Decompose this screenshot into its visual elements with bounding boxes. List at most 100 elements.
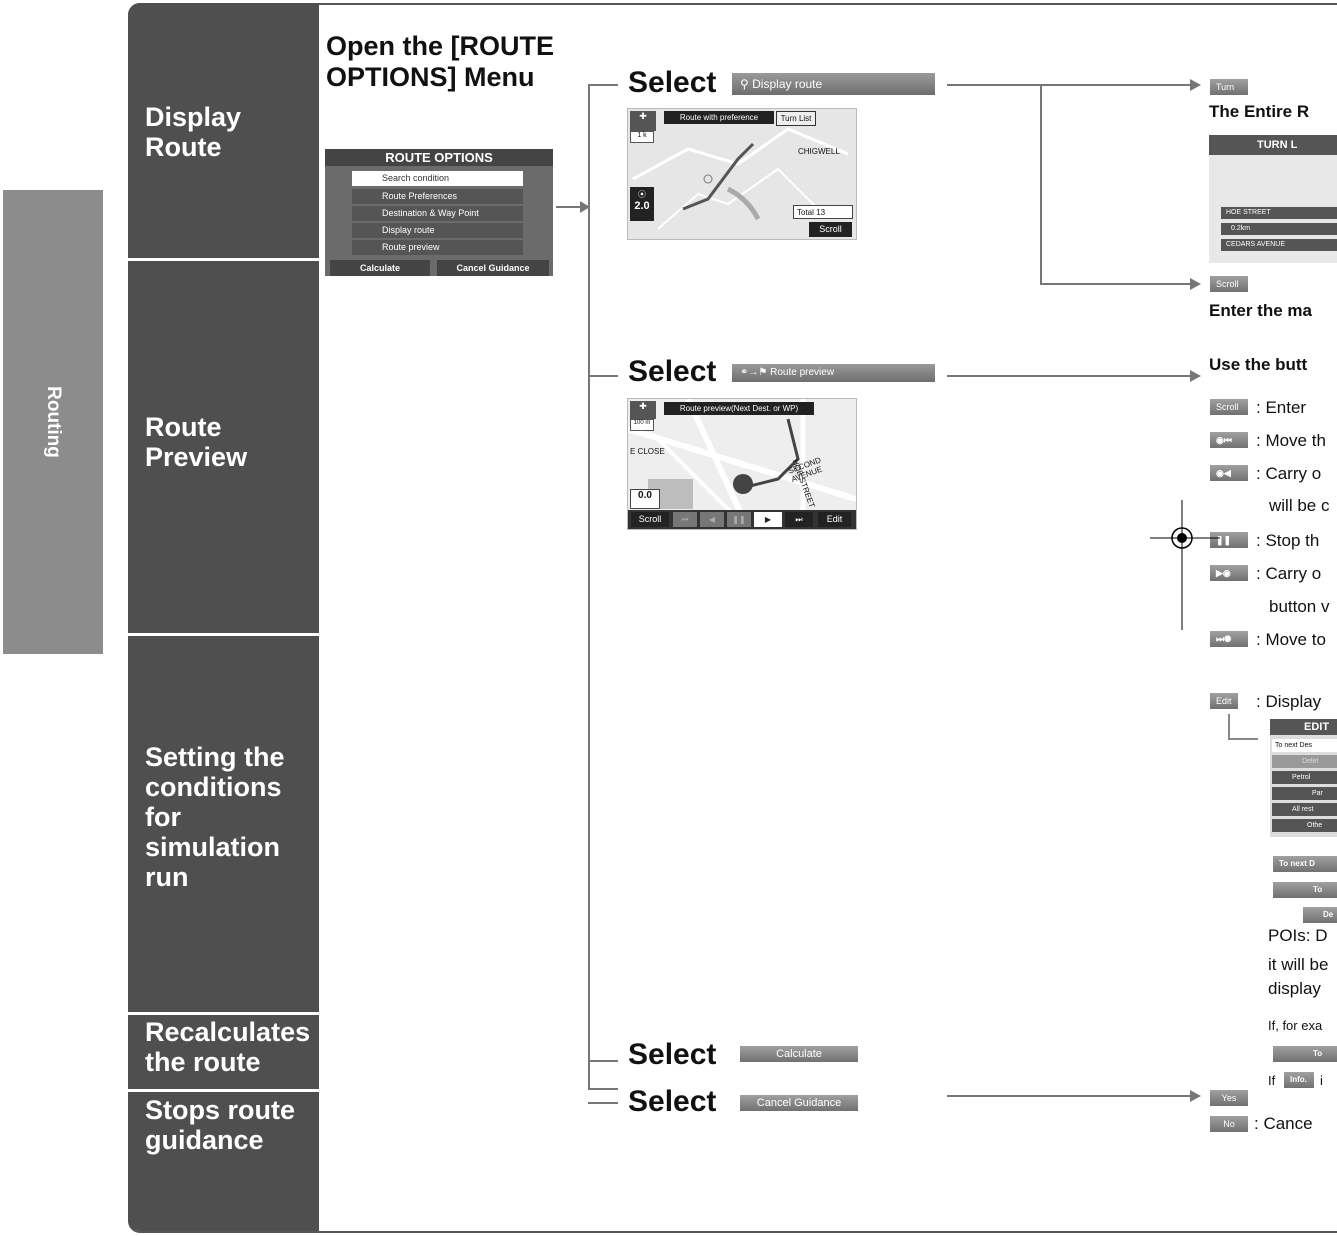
route-preview-button[interactable]: ⚭→⚑ Route preview <box>732 364 935 382</box>
scroll-button[interactable]: Scroll <box>1210 276 1248 292</box>
edit-item[interactable]: Othe <box>1272 819 1337 832</box>
connector-line <box>1040 283 1195 285</box>
edit-item[interactable]: To next Des <box>1272 739 1337 752</box>
pause-icon[interactable]: ❚❚ <box>1210 532 1248 548</box>
registration-mark <box>1150 500 1220 630</box>
edit-item[interactable]: Par <box>1272 787 1337 800</box>
edit-item[interactable]: All rest <box>1272 803 1337 816</box>
connector-line <box>588 1060 618 1062</box>
vertical-connector <box>588 84 590 1089</box>
connector-line <box>588 375 618 377</box>
map-mode-label: Route preview(Next Dest. or WP) <box>664 402 814 415</box>
section-column <box>128 3 319 1231</box>
yes-button[interactable]: Yes <box>1210 1090 1248 1106</box>
edit-panel: EDIT To next Des Delet Petrol Par All re… <box>1270 719 1337 837</box>
menu-item-display-route[interactable]: Display route <box>352 223 523 238</box>
connector-line <box>1228 738 1258 740</box>
map-graphic <box>628 399 856 529</box>
to-next-button[interactable]: To ne <box>1273 882 1337 910</box>
row-text: : Carry o <box>1256 464 1322 483</box>
menu-cancel-guidance-button[interactable]: Cancel Guidance <box>437 260 549 276</box>
no-button[interactable]: No <box>1210 1116 1248 1132</box>
total-distance: Total 13 <box>793 205 853 219</box>
select-label-1: Select <box>628 66 717 99</box>
menu-item-route-preferences[interactable]: Route Preferences <box>352 189 523 204</box>
skip-back-icon[interactable]: ⏮ <box>673 512 697 527</box>
street-label: E CLOSE <box>630 447 665 456</box>
connector-line <box>1228 714 1230 740</box>
to-next-dest-button[interactable]: To next D <box>1273 856 1337 872</box>
display-route-label: Display route <box>752 77 823 91</box>
delete-button[interactable]: De <box>1303 907 1337 923</box>
compass-widget: ⦿ 2.0 <box>630 187 654 221</box>
menu-item-route-preview[interactable]: Route preview <box>352 240 523 255</box>
skip-forward-icon[interactable]: ⏭◉ <box>1210 631 1248 647</box>
section-stops: Stops route guidance <box>145 1095 296 1155</box>
info-button[interactable]: Info. <box>1284 1072 1314 1088</box>
edit-button[interactable]: Edit <box>1210 693 1238 709</box>
edit-panel-header: EDIT <box>1270 719 1337 735</box>
section-divider <box>128 1012 319 1015</box>
body-text: display <box>1268 979 1321 998</box>
route-preview-label: Route preview <box>770 367 835 378</box>
place-label: CHIGWELL <box>798 147 840 156</box>
map-scale: 100 m <box>630 419 654 431</box>
open-menu-title: Open the [ROUTE OPTIONS] Menu <box>326 31 554 92</box>
cancel-guidance-button[interactable]: Cancel Guidance <box>740 1095 858 1111</box>
body-text: it will be <box>1268 955 1329 974</box>
row-text: button v <box>1269 597 1330 616</box>
distance-value: 2.0 <box>634 200 650 212</box>
display-text: : Display <box>1256 692 1322 711</box>
section-divider <box>128 258 319 261</box>
pause-icon[interactable]: ❚❚ <box>727 512 751 527</box>
cancel-text: : Cance <box>1254 1114 1313 1133</box>
north-icon[interactable]: ✚ <box>630 111 656 131</box>
arrow-icon <box>1190 278 1201 290</box>
select-label-4: Select <box>628 1085 717 1118</box>
route-preview-icon: ⚭→⚑ <box>740 367 768 378</box>
row-text: : Enter <box>1256 398 1307 417</box>
scroll-button[interactable]: Scroll <box>1210 399 1248 415</box>
section-divider <box>128 1089 319 1092</box>
connector-line <box>1040 84 1042 284</box>
turn-list-button[interactable]: Turn List <box>1210 79 1248 108</box>
menu-item-search-condition[interactable]: Search condition <box>352 171 523 186</box>
map-mode-label: Route with preference <box>664 111 774 124</box>
display-route-map: ✚ 1 k Route with preference Turn List CH… <box>627 108 857 240</box>
edit-item[interactable]: Petrol <box>1272 771 1337 784</box>
north-icon[interactable]: ✚ <box>630 401 656 419</box>
rewind-icon[interactable]: ◀ <box>700 512 724 527</box>
skip-back-icon[interactable]: ◉⏮ <box>1210 432 1248 448</box>
arrow-icon <box>580 201 590 213</box>
edit-item[interactable]: Delet <box>1272 755 1337 768</box>
turn-list-button[interactable]: Turn List <box>776 111 816 126</box>
route-options-menu: ROUTE OPTIONS Search condition Route Pre… <box>325 149 553 276</box>
section-route-preview: Route Preview <box>145 412 248 472</box>
connector-line <box>588 1088 618 1090</box>
rewind-icon[interactable]: ◉◀ <box>1210 465 1248 481</box>
menu-item-destination[interactable]: Destination & Way Point <box>352 206 523 221</box>
turn-list-panel: TURN L HOE STREET 0.2km CEDARS AVENUE <box>1209 135 1337 263</box>
menu-calculate-button[interactable]: Calculate <box>330 260 430 276</box>
calculate-button[interactable]: Calculate <box>740 1046 858 1062</box>
turn-row: 0.2km <box>1221 223 1337 235</box>
arrow-icon <box>1190 1090 1201 1102</box>
side-tab: Routing <box>3 190 103 654</box>
row-text: will be c <box>1269 496 1330 515</box>
section-divider <box>128 633 319 636</box>
select-label-3: Select <box>628 1038 717 1071</box>
connector-line <box>588 84 618 86</box>
to-next-button[interactable]: To ne <box>1273 1046 1337 1074</box>
toolbar-edit-button[interactable]: Edit <box>818 512 851 527</box>
toolbar-scroll-button[interactable]: Scroll <box>631 512 669 527</box>
play-icon[interactable]: ▶ <box>754 512 782 527</box>
use-buttons-text: Use the butt <box>1209 355 1308 374</box>
body-text: i <box>1320 1073 1323 1088</box>
play-icon[interactable]: ▶◉ <box>1210 565 1248 581</box>
body-text: If <box>1268 1073 1276 1088</box>
connector-line <box>947 1095 1195 1097</box>
display-route-button[interactable]: ⚲ Display route <box>732 73 935 95</box>
map-scroll-button[interactable]: Scroll <box>809 222 852 237</box>
skip-forward-icon[interactable]: ⏭ <box>785 512 813 527</box>
turn-list-header: TURN L <box>1209 135 1337 155</box>
